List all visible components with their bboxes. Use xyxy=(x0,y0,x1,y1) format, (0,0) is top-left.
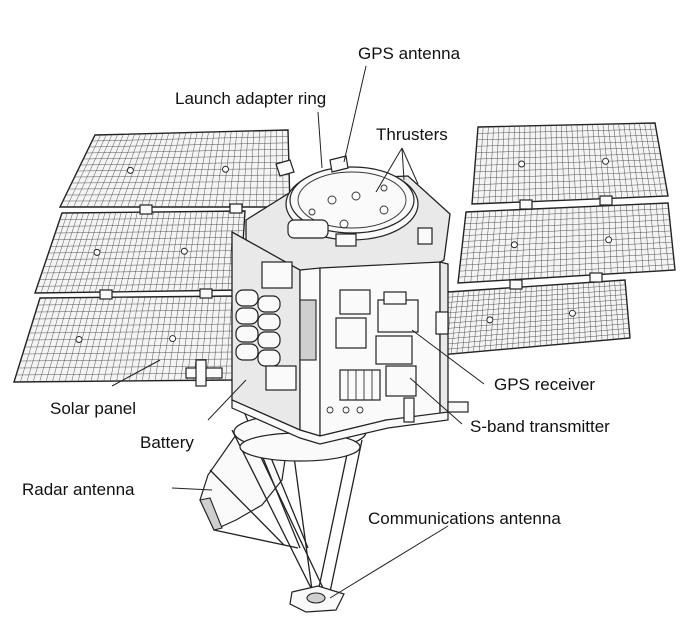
label-s-band-transmitter: S-band transmitter xyxy=(470,417,610,436)
s-band-transmitter-box xyxy=(340,370,380,400)
panel-mount-dot xyxy=(487,317,493,323)
panel-mount-dot xyxy=(181,248,187,254)
label-battery: Battery xyxy=(140,433,194,452)
label-solar-panel: Solar panel xyxy=(50,399,136,418)
panel-mount-dot xyxy=(603,158,609,164)
label-communications-antenna: Communications antenna xyxy=(368,509,561,528)
panel-mount-dot xyxy=(94,249,100,255)
panel-mount-dot xyxy=(511,242,517,248)
label-gps-receiver: GPS receiver xyxy=(494,375,595,394)
panel-mount-dot xyxy=(569,310,575,316)
label-radar-antenna: Radar antenna xyxy=(22,480,135,499)
label-gps-antenna: GPS antenna xyxy=(358,44,461,63)
panel-mount-dot xyxy=(223,166,229,172)
right-solar-array xyxy=(440,123,675,355)
panel-mount-dot xyxy=(519,161,525,167)
label-launch-adapter-ring: Launch adapter ring xyxy=(175,89,326,108)
left-solar-panel-1 xyxy=(60,130,290,207)
gps-receiver-box xyxy=(378,300,418,332)
panel-mount-dot xyxy=(127,167,133,173)
panel-mount-dot xyxy=(76,337,82,343)
label-thrusters: Thrusters xyxy=(376,125,448,144)
panel-mount-dot xyxy=(170,336,176,342)
panel-mount-dot xyxy=(606,237,612,243)
